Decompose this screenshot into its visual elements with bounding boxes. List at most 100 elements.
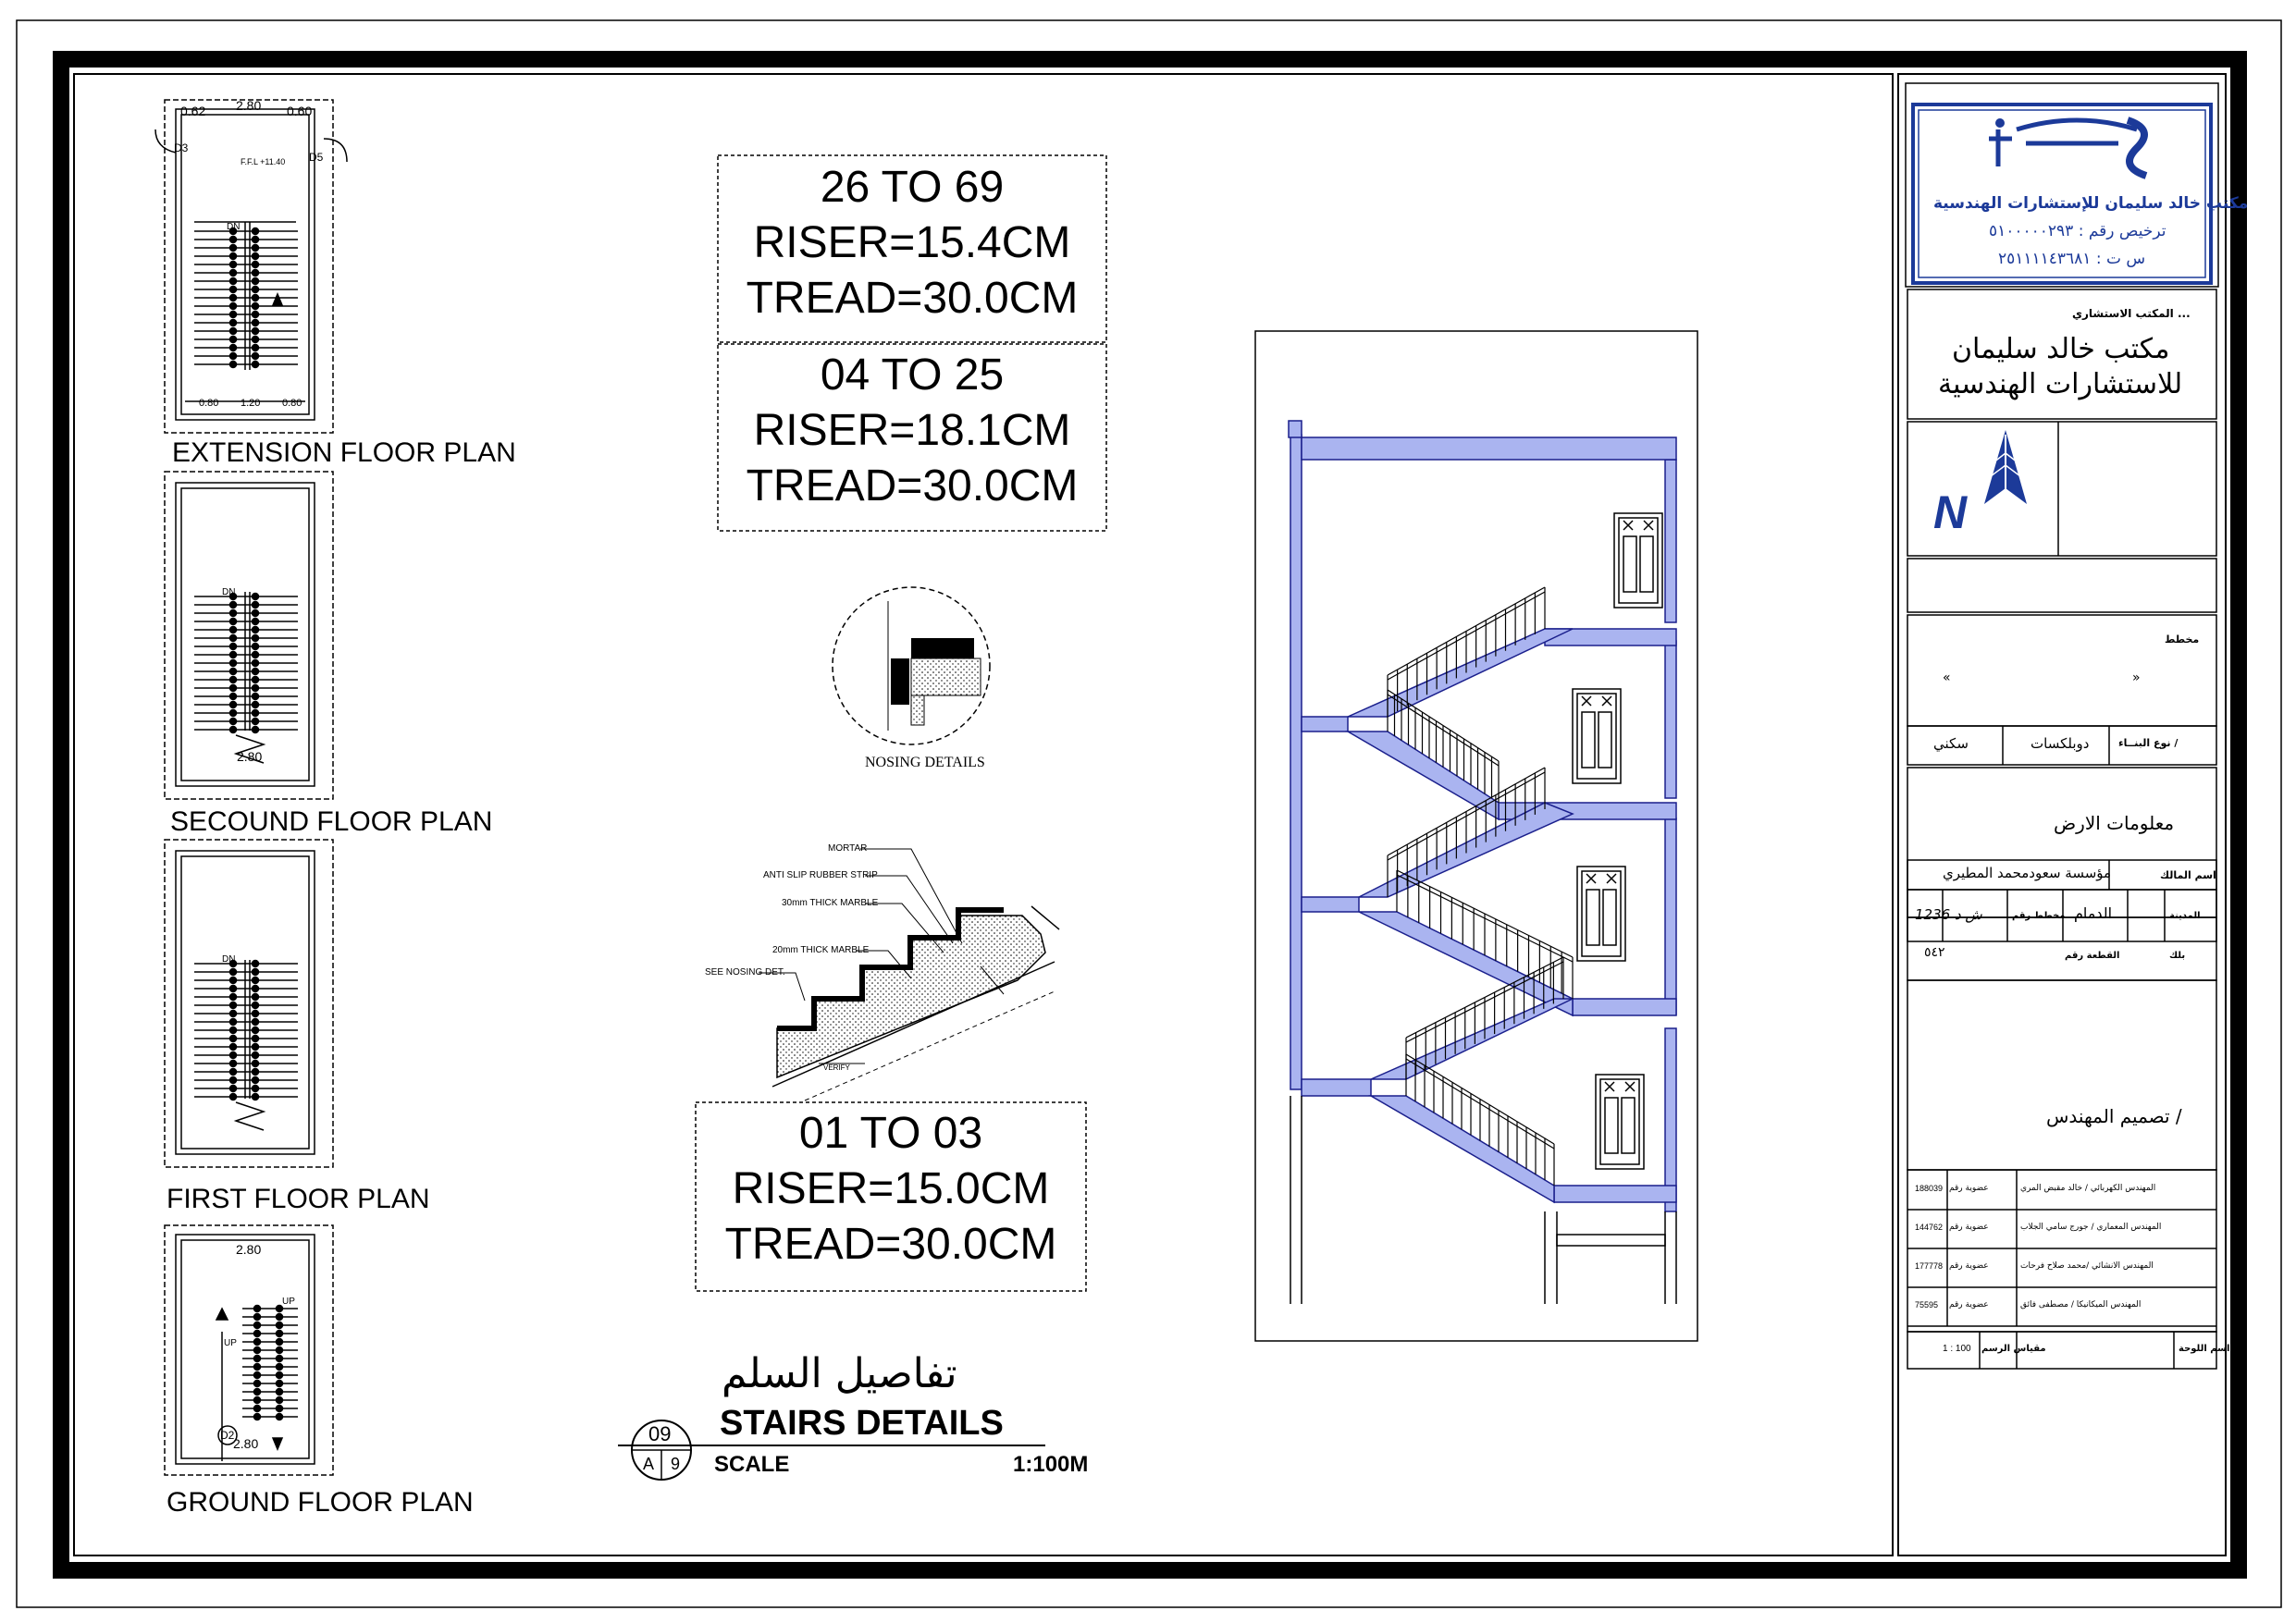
eng-2-no: 144762: [1915, 1223, 1944, 1232]
quote-right: »: [2132, 670, 2141, 685]
building-type-2: سكني: [1933, 735, 1969, 752]
company-logo: [1911, 103, 2213, 285]
sec-bot: 2.80: [237, 749, 263, 764]
ext-dim-r: 0.60: [287, 104, 313, 118]
second-plan-title: SECOUND FLOOR PLAN: [170, 806, 493, 837]
eng-4-no: 75595: [1915, 1300, 1939, 1309]
stair-building-section: [1254, 330, 1698, 1342]
eng-2-role: المهندس المعماري / جورج سامي الجلاب: [2020, 1223, 2162, 1232]
office-name-1: مكتب خالد سليمان: [1952, 333, 2170, 365]
eng-4-reg: عضوية رقم: [1949, 1300, 1989, 1309]
outer-border: [16, 19, 2282, 1608]
gr-up-1: UP: [282, 1297, 295, 1307]
scale-label: SCALE: [714, 1452, 790, 1477]
plan-label: مخطط: [2165, 633, 2200, 646]
ext-bot-r: 0.80: [282, 398, 302, 409]
spec-box-bottom-text: 01 TO 03 RISER=15.0CM TREAD=30.0CM: [696, 1108, 1086, 1288]
logo-license: ترخيص رقم : ٥١٠٠٠٠٠٢٩٣: [1989, 222, 2166, 240]
office-label: المكتب الاستشاري ...: [2072, 307, 2191, 320]
spec-box-mid: [717, 343, 1107, 532]
spec-tread-1: TREAD=30.0CM: [746, 274, 1079, 323]
engineers-table: المهندس الكهربائي / خالد مقبض المري عضوي…: [1907, 1170, 2216, 1327]
spec-box-top-text: 26 TO 69 RISER=15.4CM TREAD=30.0CM: [718, 162, 1106, 342]
nosing-detail-drawing: [832, 586, 991, 745]
first-plan-title: FIRST FLOOR PLAN: [167, 1184, 430, 1214]
spec-box-top: [717, 154, 1107, 343]
ext-dn: DN: [227, 222, 241, 232]
plan-no-label: مخطط رقم: [2012, 911, 2066, 921]
ext-bot-l: 0.80: [199, 398, 219, 409]
title-block-structure: [1905, 82, 2219, 1370]
eng-1-no: 188039: [1915, 1184, 1944, 1193]
label-verify: VERIFY: [823, 1064, 850, 1072]
building-type-label: نوع البنــاء /: [2118, 737, 2179, 749]
spec-range-1: 26 TO 69: [820, 163, 1005, 212]
logo-cr: س ت : ٢٥١١١١٤٣٦٨١: [1998, 250, 2146, 268]
ext-dim-top: 2.80: [236, 98, 262, 113]
eng-1-reg: عضوية رقم: [1949, 1184, 1989, 1193]
block-label: بلك: [2169, 951, 2186, 961]
fir-dn: DN: [222, 954, 236, 965]
scale-value: 1:100M: [1013, 1452, 1089, 1477]
stair-detail-leaders: [759, 848, 963, 1002]
eng-2-reg: عضوية رقم: [1949, 1223, 1989, 1232]
owner-label: اسم المالك: [2160, 869, 2216, 881]
ground-floor-plan: [164, 1224, 334, 1476]
nosing-title: NOSING DETAILS: [865, 755, 985, 770]
plan-no-value: ش د 1236: [1915, 906, 1982, 923]
label-mortar: MORTAR: [828, 843, 868, 854]
spec-box-bottom: [695, 1101, 1087, 1292]
spec-riser-1: RISER=15.4CM: [753, 218, 1071, 267]
gr-top: 2.80: [236, 1242, 262, 1257]
quote-left: «: [1943, 670, 1951, 685]
sheet-name-label: اسم اللوحة: [2179, 1344, 2230, 1354]
gr-tag-d2: D2: [220, 1429, 235, 1442]
eng-4-role: المهندس الميكانيكا / مصطفى فائق: [2020, 1300, 2142, 1309]
plot-value: ٥٤٢: [1924, 945, 1945, 960]
ext-dim-l: 0.62: [180, 104, 206, 118]
label-marble30: 30mm THICK MARBLE: [782, 898, 879, 908]
eng-1-role: المهندس الكهربائي / خالد مقبض المري: [2020, 1184, 2156, 1193]
first-floor-plan: [164, 839, 334, 1168]
sec-dn: DN: [222, 587, 236, 597]
eng-3-role: المهندس الانشائي /محمد صلاح فرحات: [2020, 1261, 2154, 1271]
ground-plan-title: GROUND FLOOR PLAN: [167, 1487, 474, 1518]
sheet-number: 09: [648, 1422, 672, 1445]
office-name-2: للاستشارات الهندسية: [1938, 368, 2183, 400]
north-letter: N: [1933, 486, 1968, 538]
spec-tread-3: TREAD=30.0CM: [724, 1220, 1057, 1269]
ext-ffl: F.F.L +11.40: [241, 157, 286, 166]
spec-box-mid-text: 04 TO 25 RISER=18.1CM TREAD=30.0CM: [718, 350, 1106, 530]
design-label: تصميم المهندس /: [2046, 1105, 2182, 1127]
eng-3-no: 177778: [1915, 1261, 1944, 1271]
extension-floor-plan: [154, 99, 348, 434]
label-see-nosing: SEE NOSING DET.: [705, 967, 785, 977]
sheet-ref-a: A: [643, 1455, 655, 1473]
ext-bot-m: 1.20: [241, 398, 261, 409]
land-info-heading: معلومات الارض: [2054, 812, 2175, 834]
drawing-area-border: [73, 73, 1894, 1556]
eng-3-reg: عضوية رقم: [1949, 1261, 1989, 1271]
extension-plan-title: EXTENSION FLOOR PLAN: [172, 437, 516, 468]
spec-riser-3: RISER=15.0CM: [732, 1164, 1050, 1213]
spec-range-2: 04 TO 25: [820, 350, 1005, 400]
gr-bot: 2.80: [233, 1436, 259, 1451]
title-block-frame: [1897, 73, 2227, 1556]
city-label: المدينة: [2169, 911, 2201, 921]
second-floor-plan: [164, 471, 334, 800]
plot-label: القطعة رقم: [2065, 951, 2120, 961]
logo-company-name: مكتب خالد سليمان للإستشارات الهندسية: [1933, 194, 2249, 213]
label-anti-slip: ANTI SLIP RUBBER STRIP: [763, 870, 878, 880]
owner-name: مؤسسة سعودمحمد المطيري: [1943, 865, 2112, 881]
arabic-drawing-title: تفاصيل السلم: [722, 1350, 957, 1397]
building-type-1: دوبلكسات: [2031, 735, 2090, 752]
north-arrow-icon: [1984, 430, 2027, 536]
city-value: الدمام: [2074, 904, 2113, 922]
gr-up-2: UP: [224, 1338, 237, 1348]
drawing-title: STAIRS DETAILS: [720, 1404, 1004, 1443]
tb-scale-value: 1 : 100: [1943, 1344, 1971, 1354]
tb-scale-label: مقياس الرسم: [1981, 1344, 2046, 1354]
thick-frame: [53, 51, 2247, 1579]
spec-riser-2: RISER=18.1CM: [753, 406, 1071, 455]
